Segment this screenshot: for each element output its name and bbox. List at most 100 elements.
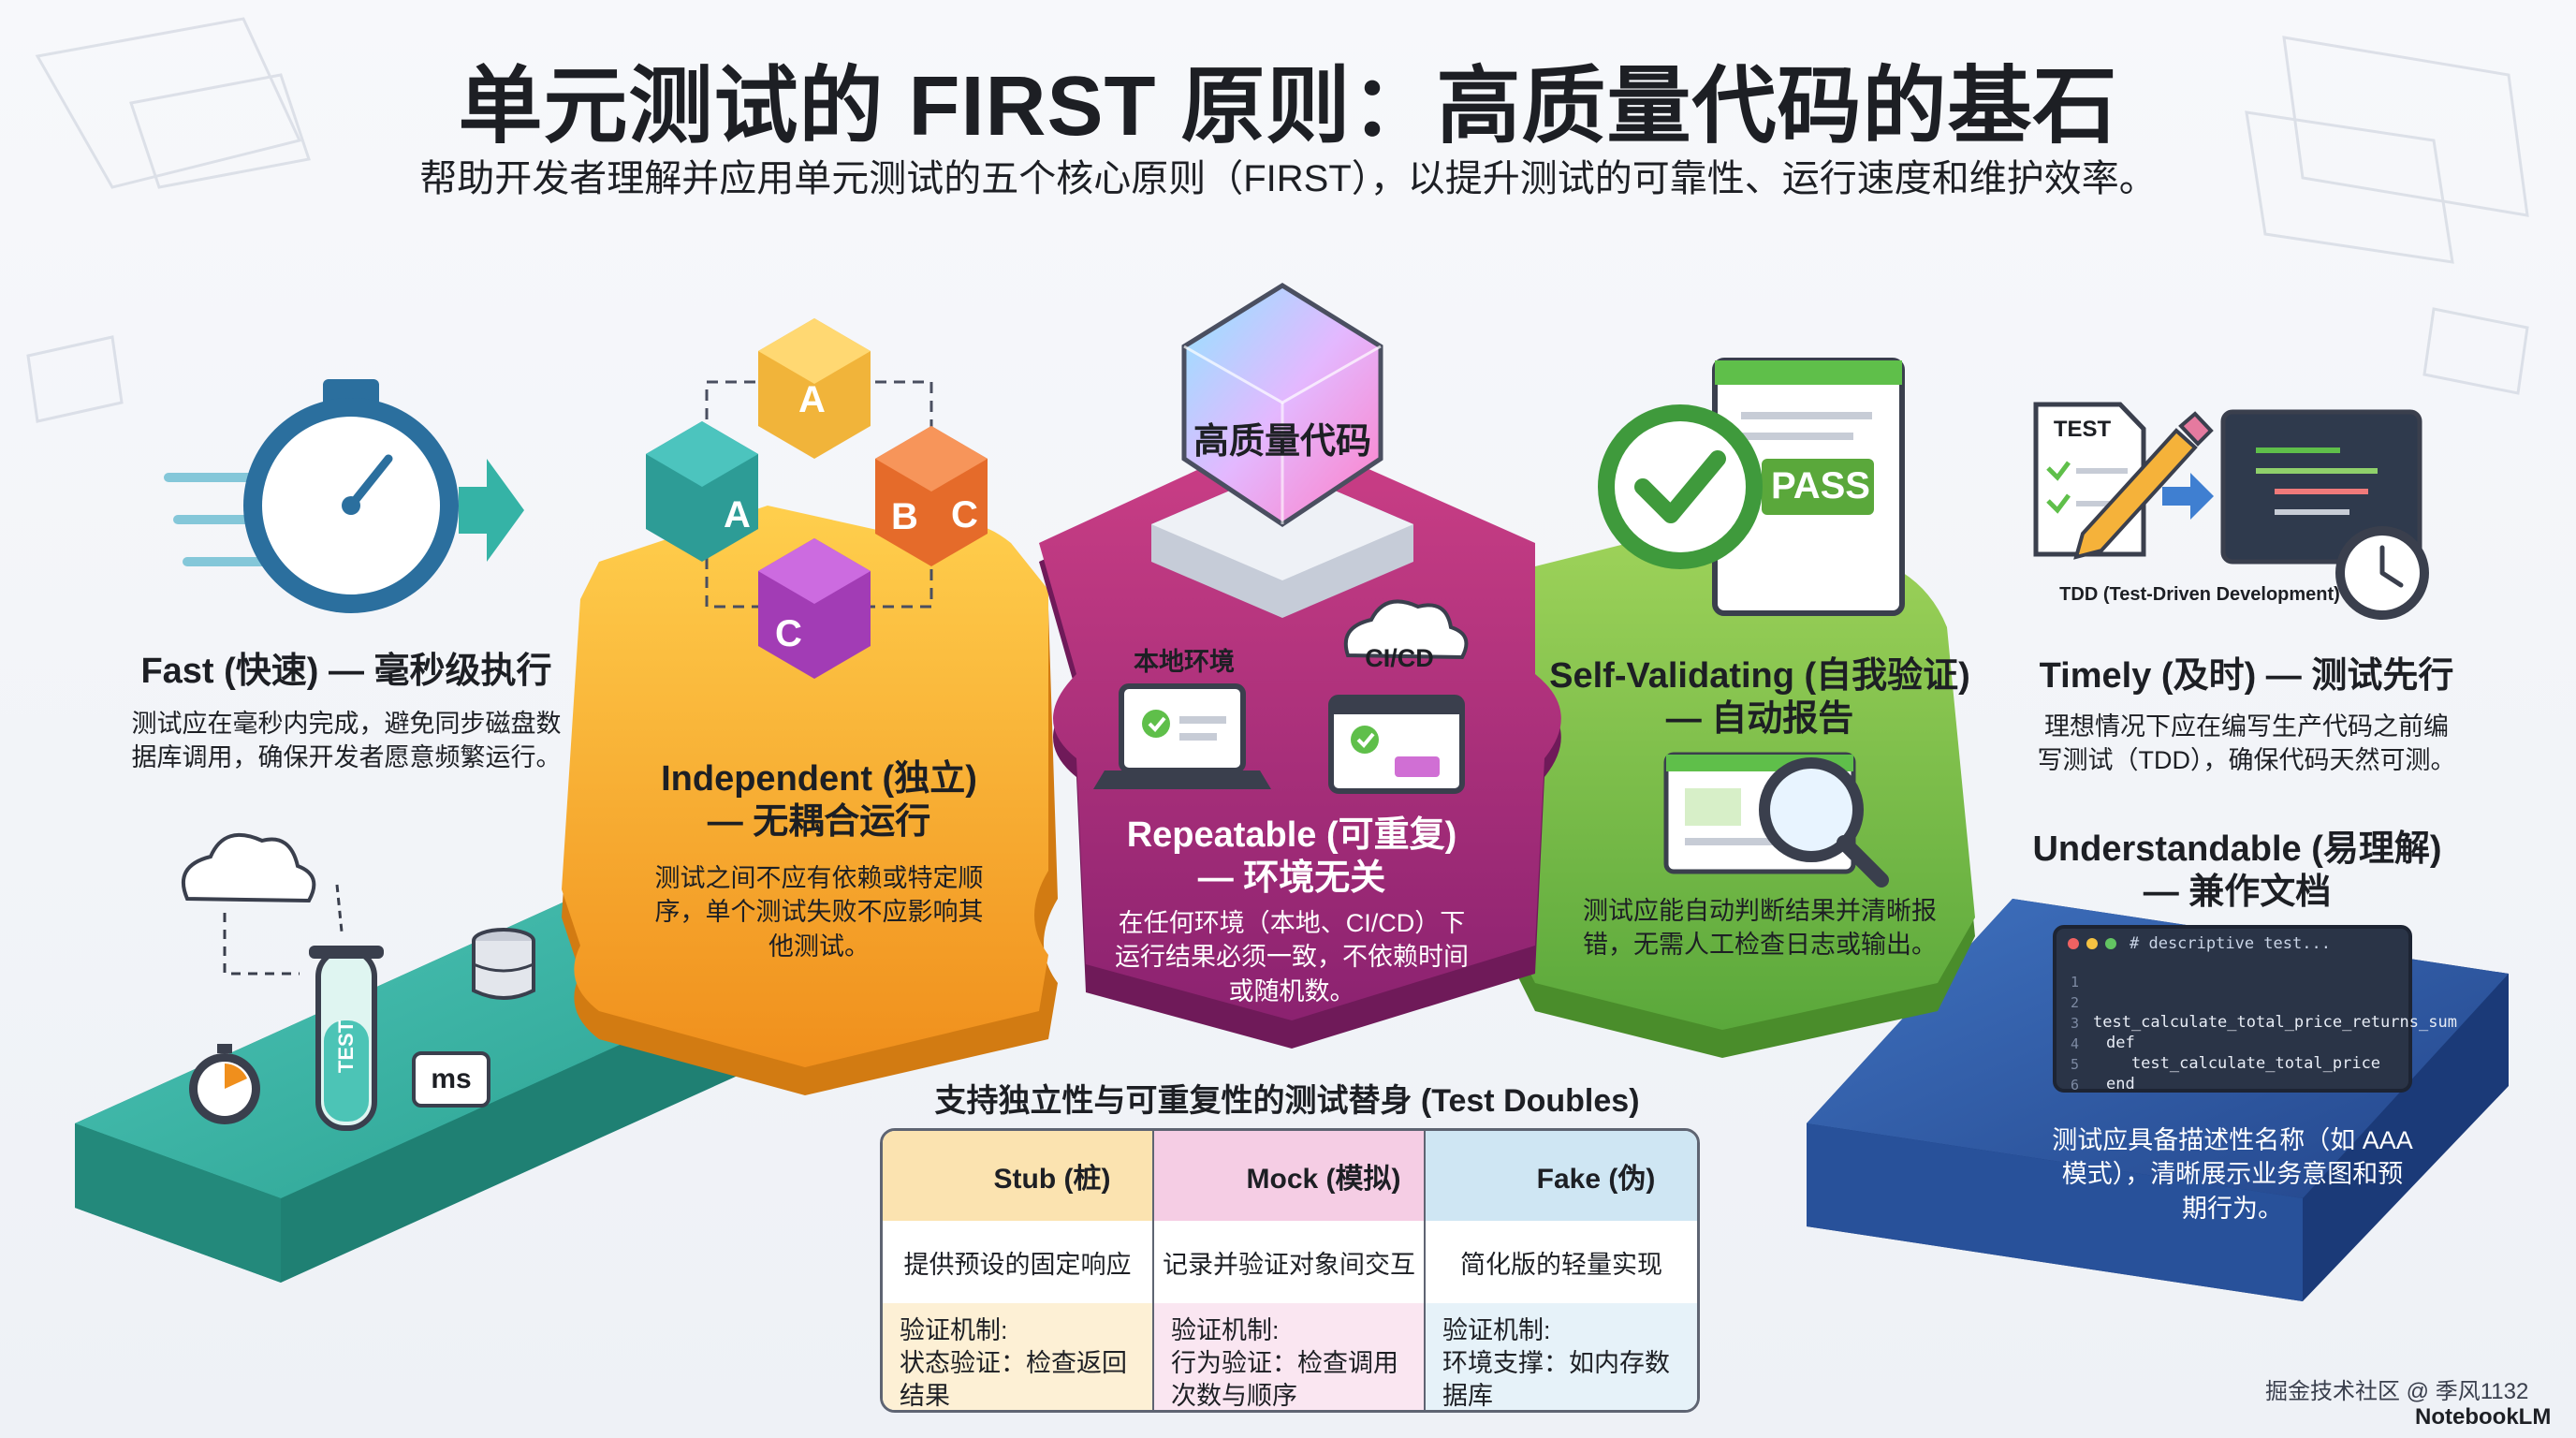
code-window bbox=[2053, 925, 2412, 1093]
ms-badge-frame bbox=[412, 1051, 490, 1108]
fake-mechanism: 验证机制: 环境支撑：如内存数 据库 bbox=[1426, 1303, 1697, 1410]
test-doubles-table: Stub (桩) 提供预设的固定响应 验证机制: 状态验证：检查返回 结果 Mo… bbox=[880, 1128, 1700, 1413]
magnifier-log-icon bbox=[1663, 752, 1889, 888]
self-validating-desc-line: 测试应能自动判断结果并清晰报 bbox=[1583, 897, 1937, 925]
repeatable-description: 在任何环境（本地、CI/CD）下 运行结果必须一致，不依赖时间 或随机数。 bbox=[1095, 906, 1488, 1008]
timely-description: 理想情况下应在编写生产代码之前编 写测试（TDD），确保代码天然可测。 bbox=[2012, 710, 2481, 778]
cube-letter-c: C bbox=[951, 494, 978, 536]
understandable-title: Understandable (易理解) — 兼作文档 bbox=[2012, 829, 2462, 914]
test-tube-icon bbox=[309, 946, 384, 1131]
cube-letter-a: A bbox=[724, 494, 751, 536]
self-validating-title-line: Self-Validating (自我验证) bbox=[1549, 656, 1970, 696]
mock-mechanism: 验证机制: 行为验证：检查调用 次数与顺序 bbox=[1154, 1303, 1424, 1410]
page-title: 单元测试的 FIRST 原则：高质量代码的基石 bbox=[458, 60, 2118, 154]
cicd-label: CI/CD bbox=[1365, 644, 1434, 672]
repeatable-title-line: Repeatable (可重复) bbox=[1126, 815, 1457, 855]
understandable-title-line: Understandable (易理解) bbox=[2032, 829, 2442, 869]
stub-column-name: Stub (桩) bbox=[993, 1164, 1111, 1195]
repeatable-puzzle-piece bbox=[1039, 431, 1561, 1049]
understandable-desc-line: 测试应具备描述性名称（如 AAA bbox=[2052, 1126, 2413, 1154]
brand-watermark: NotebookLM bbox=[2415, 1404, 2552, 1430]
fake-column-header: Fake (伪) bbox=[1426, 1131, 1697, 1223]
independent-title-line: Independent (独立) bbox=[661, 759, 977, 799]
quality-code-gem bbox=[1151, 283, 1413, 618]
fake-column: Fake (伪) 简化版的轻量实现 验证机制: 环境支撑：如内存数 据库 bbox=[1426, 1131, 1697, 1410]
mock-column-header: Mock (模拟) bbox=[1154, 1131, 1424, 1223]
code-line-number: 2 bbox=[2071, 994, 2080, 1011]
stub-mechanism-label: 验证机制: bbox=[900, 1316, 1008, 1344]
code-line-number: 1 bbox=[2071, 974, 2080, 990]
cube-letter-c: C bbox=[775, 613, 802, 654]
understandable-description: 测试应具备描述性名称（如 AAA 模式），清晰展示业务意图和预 期行为。 bbox=[2012, 1123, 2452, 1225]
independent-desc-line: 他测试。 bbox=[768, 932, 870, 961]
fake-mechanism-line: 据库 bbox=[1442, 1382, 1493, 1411]
code-line-number: 3 bbox=[2071, 1015, 2080, 1032]
laptop-icon bbox=[1093, 683, 1271, 789]
repeatable-desc-line: 运行结果必须一致，不依赖时间 bbox=[1115, 943, 1469, 972]
repeatable-desc-line: 或随机数。 bbox=[1228, 976, 1355, 1005]
corner-decoration bbox=[26, 17, 2529, 423]
code-line: test_calculate_total_price_returns_sum bbox=[2093, 1013, 2457, 1032]
code-line: def bbox=[2106, 1034, 2135, 1052]
pass-label: PASS bbox=[1771, 465, 1870, 506]
timely-desc-line: 写测试（TDD），确保代码天然可测。 bbox=[2037, 746, 2456, 775]
dependency-cubes bbox=[646, 318, 988, 679]
check-pass-icon bbox=[1598, 358, 1905, 616]
code-line-number: 6 bbox=[2071, 1077, 2080, 1093]
cicd-icon bbox=[1328, 599, 1469, 794]
stub-description: 提供预设的固定响应 bbox=[883, 1221, 1152, 1303]
repeatable-title-line: — 环境无关 bbox=[1197, 858, 1386, 898]
mock-column-name: Mock (模拟) bbox=[1246, 1164, 1401, 1195]
fake-mechanism-line: 环境支撑：如内存数 bbox=[1442, 1349, 1670, 1378]
self-validating-description: 测试应能自动判断结果并清晰报 错，无需人工检查日志或输出。 bbox=[1554, 894, 1966, 962]
code-line-number: 4 bbox=[2071, 1035, 2080, 1052]
database-icon bbox=[472, 928, 535, 1000]
column-divider bbox=[1152, 1131, 1154, 1410]
mock-column: Mock (模拟) 记录并验证对象间交互 验证机制: 行为验证：检查调用 次数与… bbox=[1154, 1131, 1424, 1410]
cloud-icon bbox=[182, 832, 344, 976]
test-doc-label: TEST bbox=[2053, 417, 2112, 442]
independent-desc-line: 测试之间不应有依赖或特定顺 bbox=[654, 864, 984, 892]
tdd-illustration bbox=[2033, 402, 2429, 620]
independent-title-line: — 无耦合运行 bbox=[707, 801, 931, 842]
small-stopwatch-icon bbox=[189, 1044, 260, 1124]
fake-mechanism-label: 验证机制: bbox=[1442, 1316, 1551, 1344]
mock-mechanism-label: 验证机制: bbox=[1171, 1316, 1280, 1344]
understandable-desc-line: 模式），清晰展示业务意图和预 bbox=[2061, 1160, 2404, 1189]
cube-letter-b: B bbox=[891, 496, 918, 537]
tdd-label: TDD (Test-Driven Development) bbox=[2059, 584, 2340, 605]
stopwatch-icon bbox=[164, 379, 524, 613]
credit-watermark: 掘金技术社区 @ 季风1132 bbox=[2265, 1379, 2529, 1404]
fake-description: 简化版的轻量实现 bbox=[1426, 1221, 1697, 1303]
repeatable-desc-line: 在任何环境（本地、CI/CD）下 bbox=[1118, 909, 1466, 937]
understandable-desc-line: 期行为。 bbox=[2182, 1194, 2283, 1223]
code-line: end bbox=[2106, 1075, 2135, 1093]
understandable-title-line: — 兼作文档 bbox=[2143, 872, 2332, 912]
stub-column: Stub (桩) 提供预设的固定响应 验证机制: 状态验证：检查返回 结果 bbox=[883, 1131, 1152, 1410]
page-subtitle: 帮助开发者理解并应用单元测试的五个核心原则（FIRST），以提升测试的可靠性、运… bbox=[419, 158, 2157, 199]
fast-description: 测试应在毫秒内完成，避免同步磁盘数 据库调用，确保开发者愿意频繁运行。 bbox=[103, 707, 590, 775]
self-validating-desc-line: 错，无需人工检查日志或输出。 bbox=[1583, 931, 1937, 960]
independent-desc-line: 序，单个测试失败不应影响其 bbox=[654, 898, 984, 927]
mock-mechanism-line: 次数与顺序 bbox=[1171, 1382, 1297, 1411]
code-line: test_calculate_total_price bbox=[2093, 1054, 2381, 1073]
independent-description: 测试之间不应有依赖或特定顺 序，单个测试失败不应影响其 他测试。 bbox=[608, 861, 1030, 963]
fake-column-name: Fake (伪) bbox=[1536, 1164, 1656, 1195]
fast-title: Fast (快速) — 毫秒级执行 bbox=[140, 652, 552, 691]
test-tube-label: TEST bbox=[334, 1020, 358, 1074]
ms-badge: ms bbox=[431, 1064, 472, 1094]
column-divider bbox=[1424, 1131, 1426, 1410]
local-env-label: 本地环境 bbox=[1134, 648, 1235, 676]
mock-mechanism-line: 行为验证：检查调用 bbox=[1171, 1349, 1398, 1378]
self-validating-title-line: — 自动报告 bbox=[1665, 698, 1854, 739]
mock-description: 记录并验证对象间交互 bbox=[1154, 1221, 1424, 1303]
stub-mechanism: 验证机制: 状态验证：检查返回 结果 bbox=[883, 1303, 1152, 1410]
stub-mechanism-line: 结果 bbox=[900, 1382, 950, 1411]
fast-desc-line: 据库调用，确保开发者愿意频繁运行。 bbox=[131, 743, 562, 772]
timely-title: Timely (及时) — 测试先行 bbox=[2039, 656, 2454, 696]
test-doubles-title: 支持独立性与可重复性的测试替身 (Test Doubles) bbox=[934, 1083, 1640, 1119]
cube-letter-a: A bbox=[798, 379, 826, 420]
independent-title: Independent (独立) — 无耦合运行 bbox=[599, 758, 1039, 844]
